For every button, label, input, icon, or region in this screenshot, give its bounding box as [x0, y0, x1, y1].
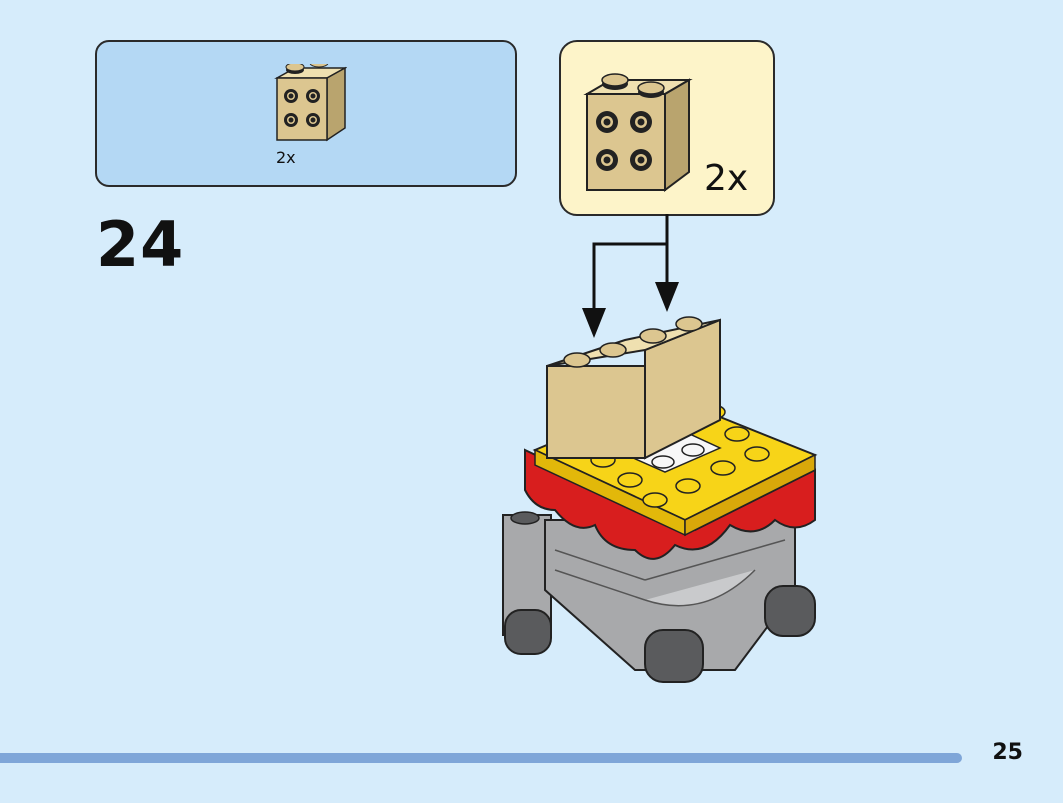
model-assembly-illustration [502, 316, 818, 683]
arrow-head-right [655, 282, 679, 312]
parts-quantity: 2x [276, 148, 296, 167]
tan-brick-icon [583, 73, 693, 192]
sub-assembly-callout: 2x [559, 40, 775, 216]
placement-arrows [582, 214, 679, 338]
parts-list-box: 2x [95, 40, 517, 187]
callout-quantity: 2x [704, 158, 749, 199]
tan-brick-icon [274, 64, 347, 142]
step-number: 24 [96, 208, 185, 281]
progress-bar [0, 753, 962, 763]
page-number: 25 [992, 740, 1023, 765]
arrow-head-left [582, 308, 606, 338]
